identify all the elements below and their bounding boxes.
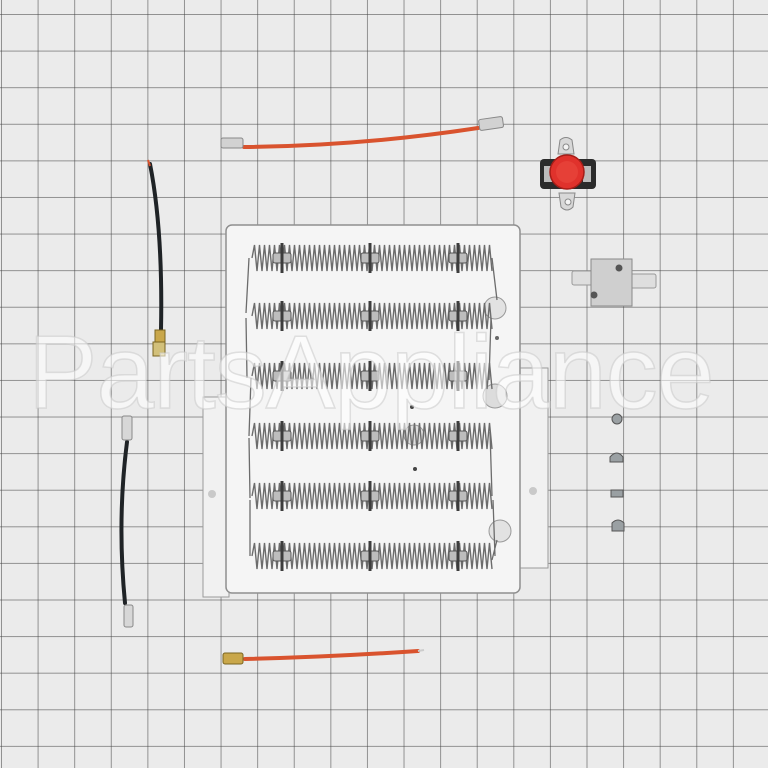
wires bbox=[119, 116, 504, 665]
thermostat bbox=[571, 258, 657, 307]
screws bbox=[609, 413, 625, 532]
heating-element bbox=[202, 224, 549, 598]
thermal-cutoff bbox=[540, 137, 596, 211]
